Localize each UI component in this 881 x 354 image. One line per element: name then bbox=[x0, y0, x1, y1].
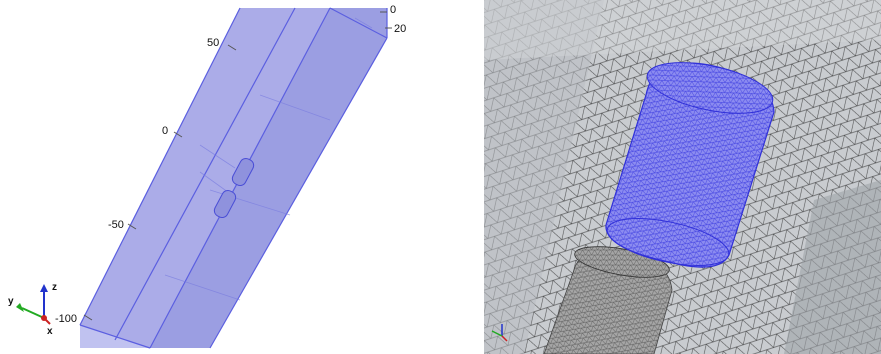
mesh-right-wall bbox=[784, 180, 881, 354]
tick-label-20: 20 bbox=[394, 23, 406, 35]
box-front-face bbox=[150, 8, 387, 348]
geometry-canvas[interactable]: 0 20 50 0 -50 -100 z y x bbox=[0, 0, 470, 354]
axis-origin-dot bbox=[41, 315, 47, 321]
z-arrowhead-icon bbox=[40, 284, 48, 292]
axis-triad: z y x bbox=[8, 282, 57, 337]
axis-label-x: x bbox=[47, 326, 53, 337]
axis-label-y: y bbox=[8, 296, 14, 307]
y-arrowhead-icon bbox=[16, 303, 24, 312]
left-geometry-view[interactable]: 0 20 50 0 -50 -100 z y x bbox=[0, 0, 470, 354]
right-mesh-view[interactable] bbox=[484, 0, 881, 354]
axis-label-z: z bbox=[52, 282, 57, 293]
inner-cylinders bbox=[213, 157, 255, 219]
mesh-left-wall bbox=[484, 0, 604, 354]
box-top-face bbox=[80, 8, 330, 348]
tick-label-minus-50: -50 bbox=[108, 219, 124, 231]
mesh-x-axis-arrow bbox=[501, 335, 508, 342]
mesh-top-band bbox=[484, 0, 881, 60]
tick-marks bbox=[83, 11, 392, 321]
tick-label-0: 0 bbox=[162, 125, 168, 137]
tick-label-0-top: 0 bbox=[390, 4, 396, 16]
tick-label-minus-100: -100 bbox=[55, 313, 77, 325]
grey-cylinder bbox=[543, 246, 673, 354]
blue-cylinder bbox=[605, 62, 775, 268]
mesh-axis-triad bbox=[491, 324, 508, 342]
tick-label-50: 50 bbox=[207, 37, 219, 49]
mesh-canvas[interactable] bbox=[484, 0, 881, 354]
y-axis-arrow bbox=[21, 307, 45, 319]
mesh-y-axis-arrow bbox=[491, 330, 503, 337]
